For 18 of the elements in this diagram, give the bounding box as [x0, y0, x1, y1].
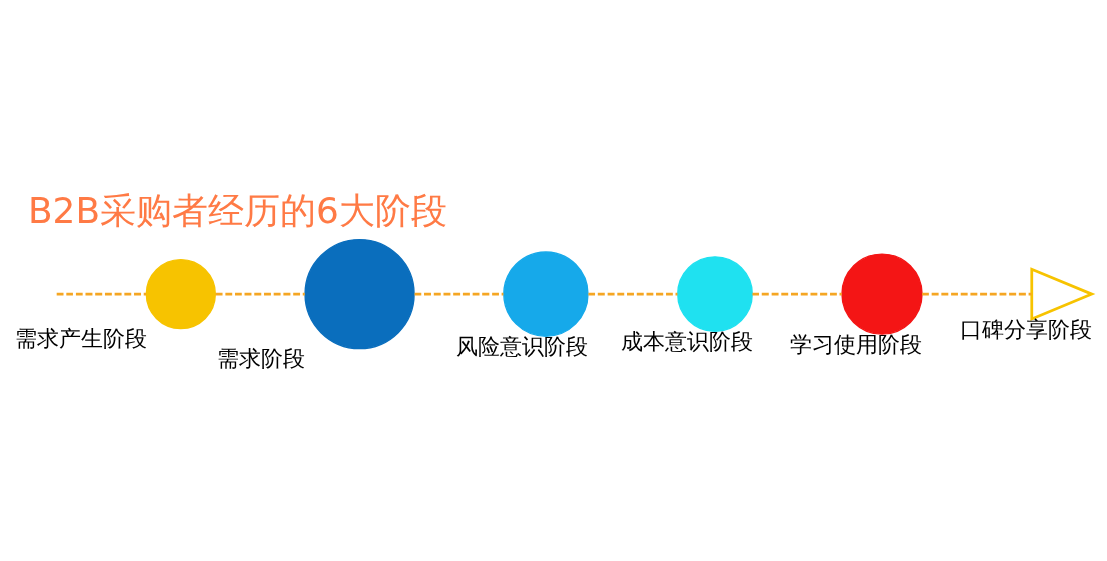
node-circle	[677, 255, 753, 332]
node-label: 学习使用阶段	[790, 331, 923, 357]
connector	[414, 292, 504, 295]
node-label: 需求产生阶段	[14, 325, 147, 351]
node-circle	[145, 258, 216, 329]
node-label: 风险意识阶段	[456, 333, 589, 359]
node-label: 需求阶段	[216, 345, 305, 371]
diagram-title: B2B采购者经历的6大阶段	[27, 189, 447, 231]
connector	[588, 292, 678, 295]
node-circle	[841, 252, 923, 335]
node-circle	[304, 238, 415, 349]
connector	[752, 292, 842, 295]
node-circle	[503, 250, 589, 337]
connector	[922, 292, 1032, 295]
node-label: 口碑分享阶段	[960, 316, 1093, 342]
node-label: 成本意识阶段	[620, 328, 753, 354]
connector	[56, 292, 147, 295]
connector	[215, 292, 305, 295]
